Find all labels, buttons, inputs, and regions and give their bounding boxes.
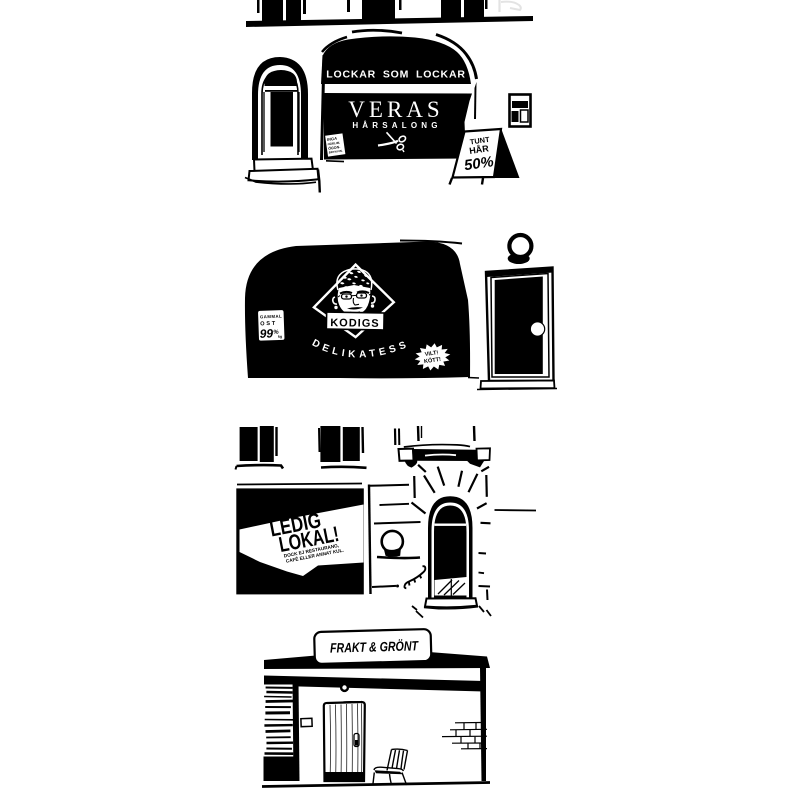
svg-text:LOCKAR SOM LOCKAR: LOCKAR SOM LOCKAR xyxy=(326,69,465,81)
svg-text:KODIGS: KODIGS xyxy=(330,317,380,330)
svg-text:ÖGON-: ÖGON- xyxy=(328,144,342,151)
svg-text:50%: 50% xyxy=(463,154,495,174)
svg-text:HÅR: HÅR xyxy=(469,143,490,156)
svg-text:%: % xyxy=(273,330,279,336)
svg-text:TUNT: TUNT xyxy=(469,135,490,147)
svg-text:BRYN FIN.: BRYN FIN. xyxy=(329,149,344,155)
svg-text:INGA: INGA xyxy=(327,136,338,142)
svg-text:OST: OST xyxy=(260,321,277,328)
svg-text:KÖTT!: KÖTT! xyxy=(424,356,442,365)
svg-text:VERAS: VERAS xyxy=(348,97,443,122)
svg-text:FRAKT & GRÖNT: FRAKT & GRÖNT xyxy=(330,638,420,655)
svg-text:99: 99 xyxy=(259,326,273,340)
svg-text:kg: kg xyxy=(278,335,282,339)
svg-text:VILT!: VILT! xyxy=(424,350,438,358)
svg-text:HÅRSALONG: HÅRSALONG xyxy=(352,121,441,130)
svg-text:GAMMAL: GAMMAL xyxy=(260,314,283,320)
svg-text:HÅRLIM,: HÅRLIM, xyxy=(327,140,340,147)
